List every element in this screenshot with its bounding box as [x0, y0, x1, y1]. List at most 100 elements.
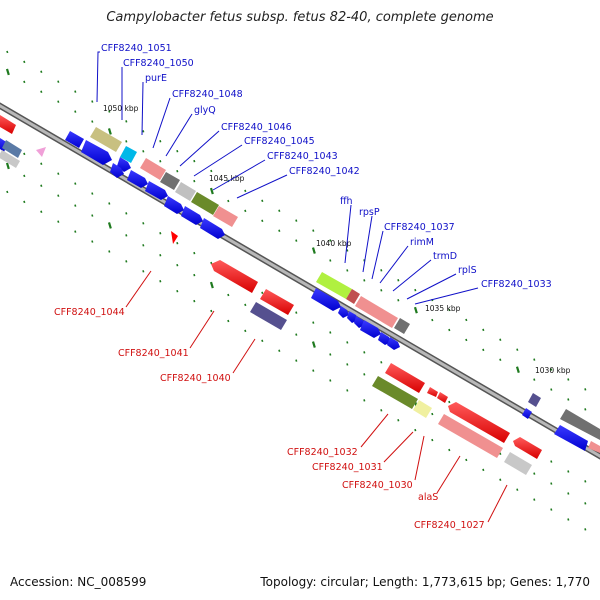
tick-mark — [295, 359, 298, 362]
gene-label: rplS — [458, 265, 477, 276]
tick-mark — [23, 80, 26, 84]
tick-mark — [74, 182, 77, 185]
tick-mark — [159, 140, 162, 143]
tick-mark — [499, 478, 502, 482]
tick-mark — [159, 160, 162, 163]
tick-mark — [57, 100, 60, 103]
tick-mark — [584, 480, 587, 483]
tick-mark — [176, 241, 179, 245]
gene-feature — [260, 289, 294, 315]
gene-label: rpsP — [359, 207, 380, 218]
gene-label: CFF8240_1033 — [481, 279, 552, 290]
tick-mark — [125, 140, 128, 143]
gene-label: ffh — [340, 196, 353, 207]
tick-mark — [278, 349, 281, 352]
tick-mark — [550, 460, 553, 463]
tick-mark — [550, 388, 553, 391]
gene-label: CFF8240_1037 — [384, 222, 455, 233]
tick-mark — [397, 418, 400, 422]
gene-feature — [311, 288, 341, 311]
tick-mark — [261, 291, 264, 295]
gene-feature — [588, 441, 600, 453]
tick-mark — [176, 149, 179, 153]
tick-mark — [329, 379, 332, 382]
tick-mark — [74, 230, 77, 233]
tick-mark — [193, 273, 196, 277]
gene-label: CFF8240_1031 — [312, 462, 383, 473]
tick-mark — [107, 222, 112, 229]
tick-mark — [40, 210, 43, 214]
tick-mark — [363, 373, 366, 376]
tick-mark — [482, 468, 485, 472]
tick-mark — [295, 333, 298, 336]
gene-feature — [110, 163, 124, 178]
gene-feature — [213, 206, 238, 227]
gene-label: trmD — [433, 251, 457, 262]
tick-mark — [448, 328, 451, 332]
gene-label: CFF8240_1044 — [54, 307, 125, 318]
gene-feature — [394, 318, 410, 334]
tick-mark — [142, 150, 145, 153]
tick-mark — [448, 448, 451, 452]
gene-feature — [36, 147, 46, 157]
upper-leader-lines — [96, 51, 479, 305]
gene-label: CFF8240_1051 — [101, 43, 172, 54]
tick-mark — [499, 452, 502, 456]
gene-feature — [65, 131, 84, 148]
tick-mark — [567, 470, 570, 473]
gene-feature — [427, 387, 438, 397]
tick-mark — [448, 400, 451, 404]
tick-mark — [311, 341, 316, 348]
gene-feature — [528, 393, 541, 407]
gene-feature — [360, 320, 381, 338]
tick-mark — [550, 368, 553, 371]
tick-mark — [74, 90, 77, 93]
gene-feature — [90, 127, 122, 152]
tick-mark — [431, 438, 434, 442]
tick-mark — [227, 199, 230, 203]
lower-leader-lines — [125, 270, 508, 523]
gene-label: CFF8240_1046 — [221, 122, 292, 133]
gene-label: CFF8240_1050 — [123, 58, 194, 69]
gene-label: glyQ — [194, 105, 216, 116]
gene-label: CFF8240_1042 — [289, 166, 360, 177]
tick-mark — [142, 270, 145, 273]
tick-mark — [244, 209, 247, 213]
tick-mark — [363, 279, 366, 282]
lower-gene-labels: CFF8240_1044 CFF8240_1041 CFF8240_1040 C… — [54, 307, 485, 531]
tick-mark — [244, 303, 247, 307]
tick-mark — [312, 229, 315, 232]
tick-mark — [380, 269, 383, 272]
tick-mark — [567, 378, 570, 381]
tick-mark — [108, 250, 111, 253]
tick-mark — [312, 369, 315, 372]
tick-mark — [244, 329, 247, 333]
tick-mark — [209, 187, 214, 195]
gene-feature — [120, 146, 137, 163]
tick-mark — [159, 232, 162, 235]
tick-mark — [567, 518, 570, 521]
gene-feature — [438, 414, 503, 458]
gene-features — [0, 115, 600, 475]
gene-feature — [0, 115, 16, 134]
tick-mark — [295, 239, 298, 242]
tick-mark — [5, 162, 10, 170]
gene-feature — [355, 296, 398, 328]
tick-mark — [413, 306, 418, 314]
gene-feature — [554, 425, 588, 451]
gene-feature — [164, 196, 184, 214]
tick-mark — [210, 261, 213, 265]
gene-feature — [378, 332, 391, 345]
tick-mark — [193, 159, 196, 163]
tick-mark — [6, 190, 9, 194]
tick-mark — [40, 70, 43, 74]
gene-feature — [250, 302, 287, 330]
map-title: Campylobacter fetus subsp. fetus 82-40, … — [106, 10, 494, 25]
kbp-scale: 1050 kbp 1045 kbp 1040 kbp 1035 kbp 1030… — [103, 104, 571, 375]
tick-mark — [295, 219, 298, 222]
tick-mark — [482, 348, 485, 352]
kbp-label: 1030 kbp — [535, 366, 571, 375]
tick-mark — [40, 90, 43, 94]
tick-mark — [159, 280, 162, 283]
